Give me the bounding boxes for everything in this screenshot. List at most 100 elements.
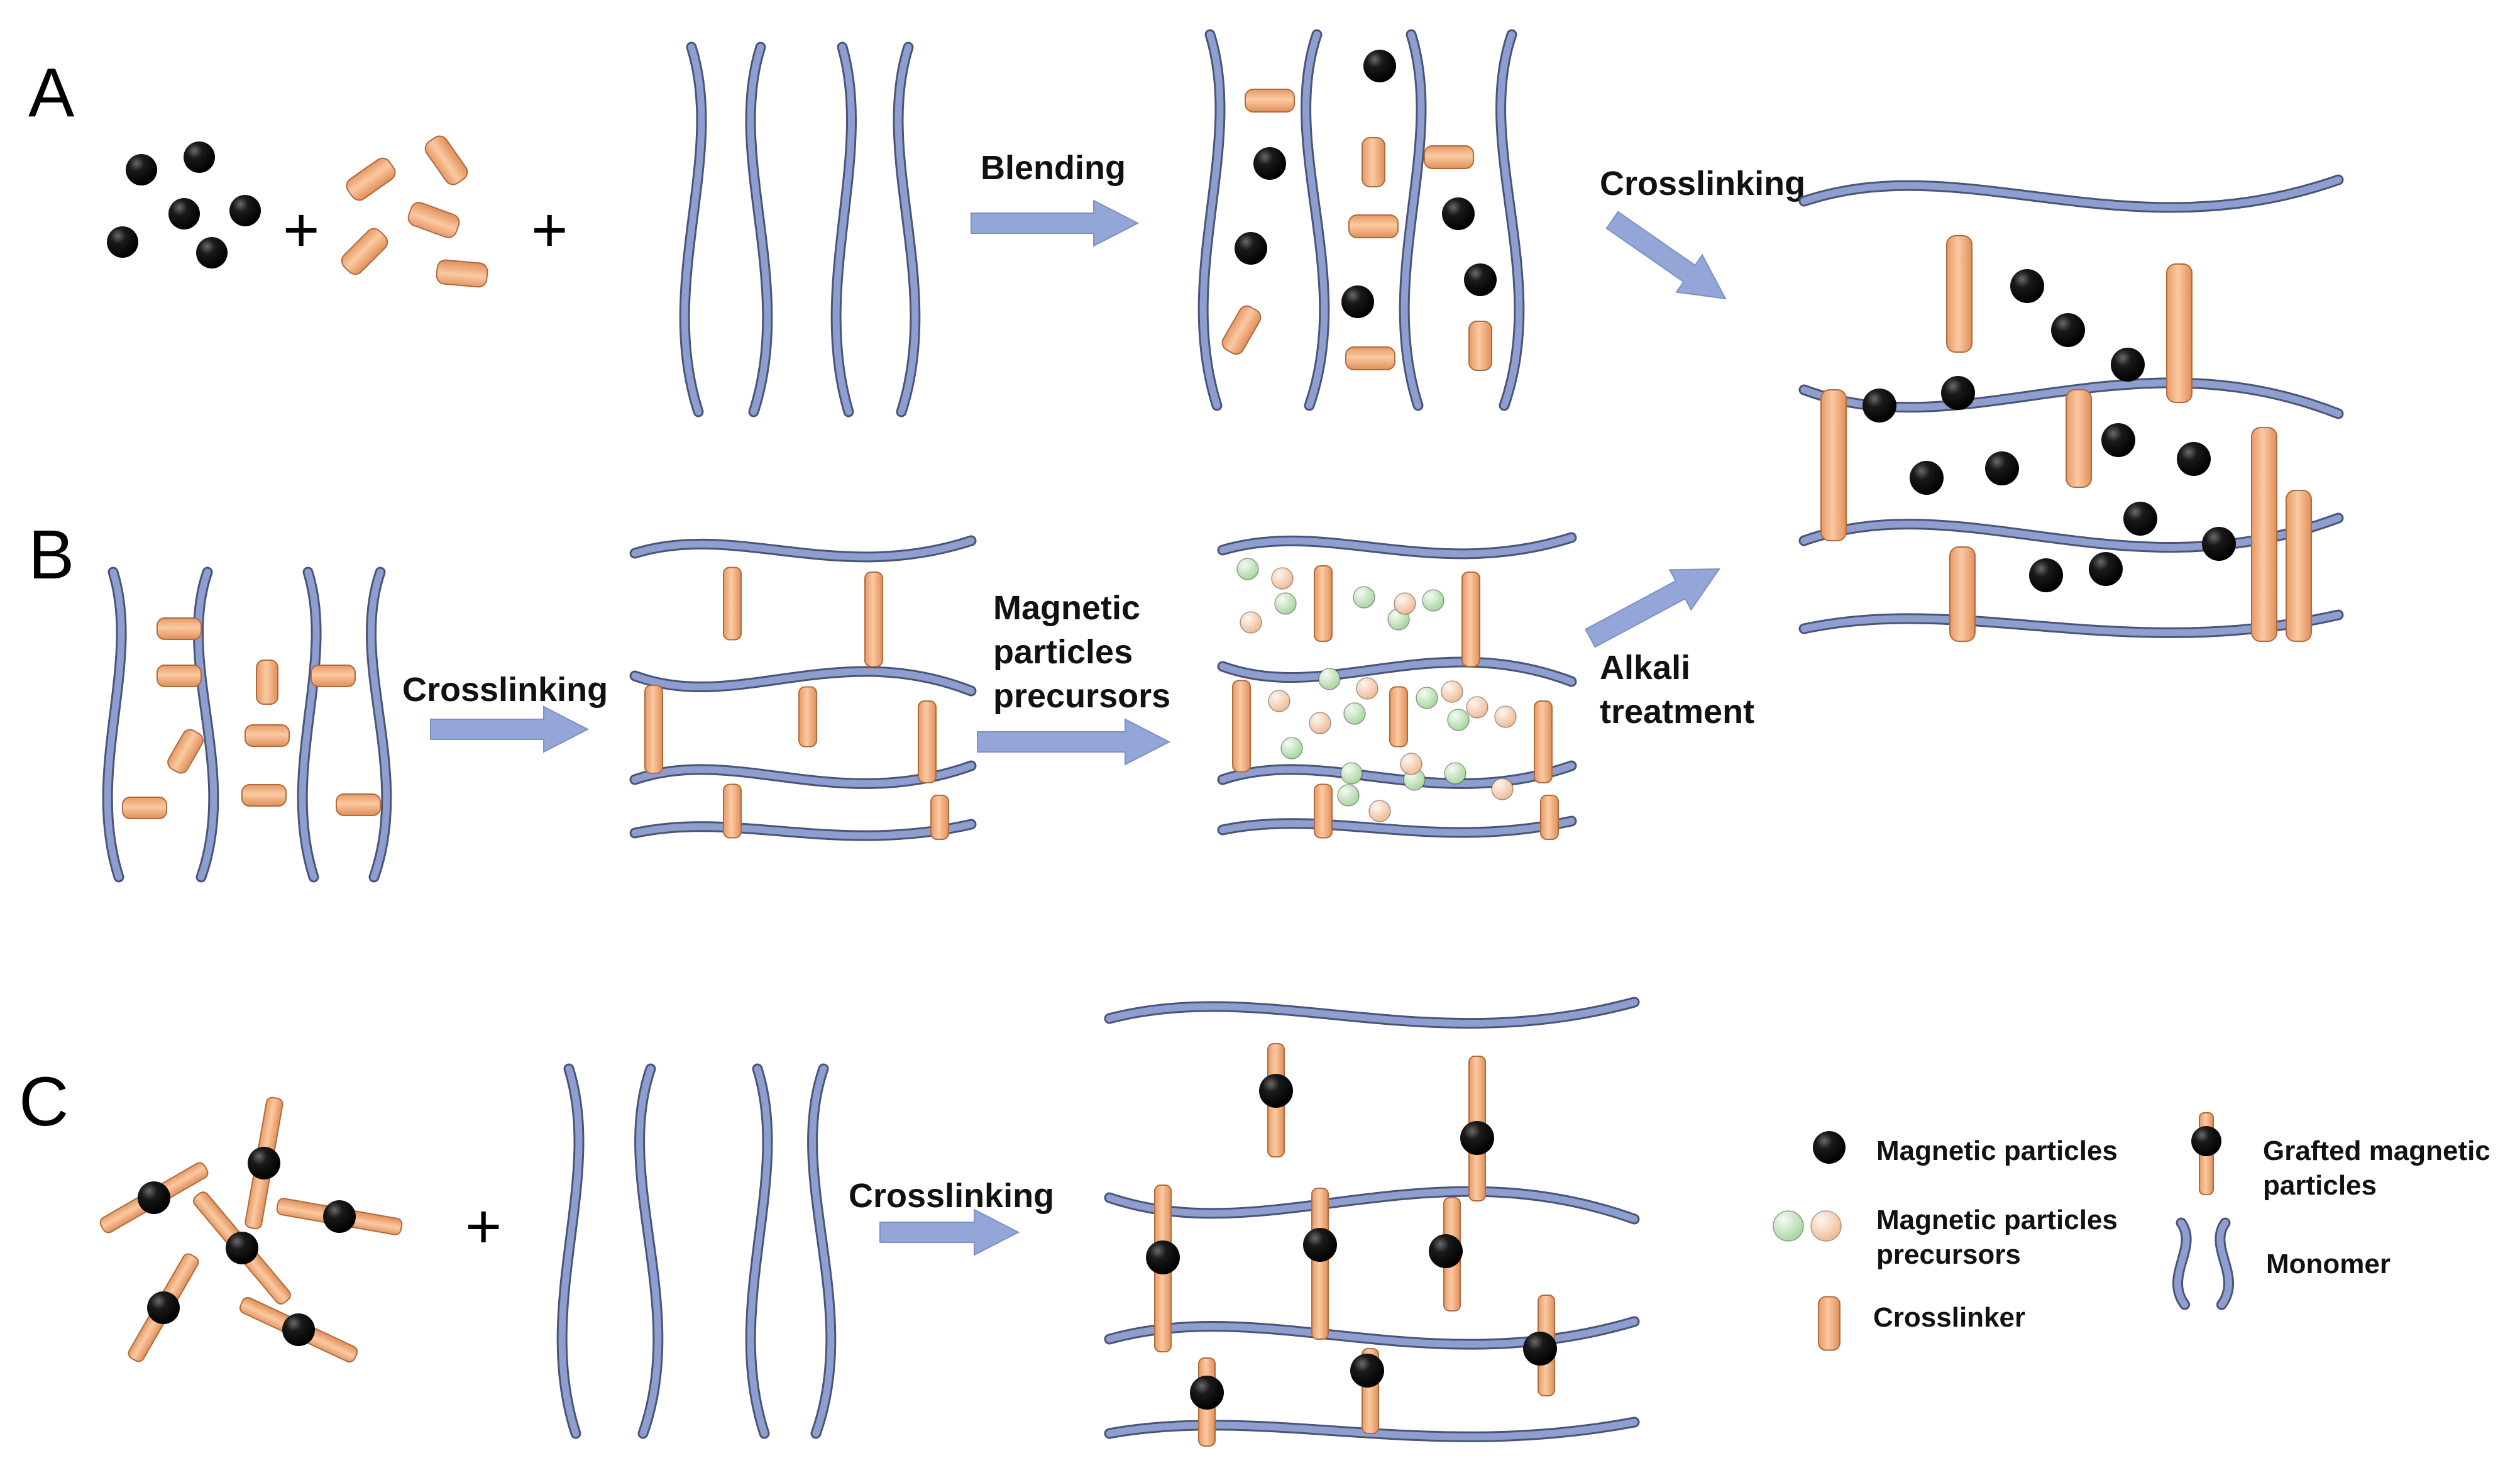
precursor-particle-peach (1491, 778, 1514, 800)
step-label-treatment: treatment (1600, 693, 1754, 731)
magnetic-particle (282, 1313, 315, 1346)
crosslinker-rod (2066, 389, 2092, 488)
plus-sign-a1: + (283, 195, 319, 265)
magnetic-particle (138, 1181, 170, 1214)
polymer-chain (631, 668, 975, 695)
polymer-chain (747, 1065, 771, 1437)
crosslinker-rod (723, 783, 742, 839)
magnetic-particle (248, 1147, 280, 1179)
polymer-chain (1302, 31, 1328, 409)
crosslinker-rod (1232, 680, 1251, 773)
crosslinker-rod (918, 700, 937, 783)
polymer-chain (2216, 1219, 2232, 1308)
polymer-chain (2174, 1219, 2190, 1308)
legend-label-grafted-line1: Grafted magnetic (2263, 1135, 2490, 1166)
polymer-chain (1497, 31, 1523, 409)
crosslinker-rod (1424, 145, 1474, 169)
precursor-particle-peach (1441, 680, 1463, 703)
magnetic-particle (2029, 558, 2063, 592)
arrow-crosslinking-a (1605, 211, 1727, 300)
step-label-alkali: Alkali (1600, 649, 1690, 687)
step-label-precursors: precursors (993, 677, 1170, 715)
crosslinker-rod (1461, 572, 1480, 667)
crosslinker-rod (1820, 389, 1847, 541)
crosslinker-rod (167, 729, 204, 774)
magnetic-particle (1303, 1228, 1337, 1262)
crosslinker-rod (2251, 427, 2277, 642)
panel-label-c: C (19, 1063, 69, 1140)
crosslinker-rod (1245, 89, 1295, 113)
crosslinker-rod (1221, 305, 1262, 355)
crosslinker-rod (1348, 214, 1399, 238)
polymer-chain (1106, 998, 1638, 1027)
magnetic-particle (2191, 1126, 2221, 1156)
crosslinker-rod (424, 135, 468, 185)
polymer-chain (1219, 658, 1575, 685)
precursor-particle-peach (1309, 712, 1331, 734)
precursor-particle-peach (1268, 690, 1290, 712)
step-label-particles: particles (993, 633, 1133, 671)
polymer-chain (631, 820, 975, 839)
legend-label-monomer: Monomer (2266, 1249, 2391, 1279)
arrow-alkali-treatment (1585, 568, 1720, 648)
crosslinker-rod (1534, 700, 1553, 783)
crosslinker-rod (1314, 783, 1333, 839)
polymer-chain (1800, 611, 2342, 636)
polymer-chain (747, 43, 771, 416)
precursor-particle-green (1318, 668, 1341, 690)
diagram-shapes (99, 29, 2344, 1447)
magnetic-particle (1259, 1074, 1293, 1108)
crosslinker-rod (436, 259, 488, 288)
polymer-chain (1800, 176, 2342, 211)
step-label-blending: Blending (981, 149, 1126, 187)
polymer-chain (1199, 31, 1224, 409)
precursor-particle-green (1340, 762, 1363, 785)
crosslinker-rod (1468, 321, 1492, 371)
polymer-chain (636, 1065, 662, 1437)
magnetic-particle (226, 1232, 258, 1264)
magnetic-particle (323, 1200, 356, 1233)
polymer-chain (1219, 817, 1575, 836)
magnetic-particle (1363, 50, 1396, 82)
crosslinker-rod (241, 784, 287, 807)
crosslinker-rod (256, 660, 278, 705)
precursor-particle-peach (1400, 753, 1422, 775)
magnetic-particle (2111, 348, 2145, 382)
magnetic-particle (1523, 1332, 1557, 1366)
crosslinker-rod (157, 665, 202, 687)
magnetic-particle (1429, 1234, 1463, 1268)
precursor-particle-peach (1271, 567, 1294, 590)
polymer-chain (631, 762, 975, 787)
magnetic-particle (1464, 263, 1497, 296)
crosslinker-rod (157, 617, 202, 640)
crosslinker-rod (644, 685, 663, 774)
precursor-particle-green (1353, 586, 1375, 609)
polymer-chain (1219, 762, 1575, 787)
polymer-chain (1106, 1188, 1638, 1223)
crosslinker-rod (1946, 235, 1973, 353)
polymer-chain (1219, 534, 1575, 558)
arrow-crosslinking-b (430, 705, 590, 753)
legend-label-magnetic-particles: Magnetic particles (1876, 1135, 2118, 1166)
polymer-chain (194, 568, 217, 881)
magnetic-particle (1350, 1354, 1384, 1388)
magnetic-particle (229, 195, 261, 226)
step-label-crosslinking-a: Crosslinking (1600, 165, 1805, 202)
arrow-crosslinking-c (879, 1208, 1020, 1256)
precursor-particle-green (1280, 737, 1303, 759)
polymer-chain (1106, 1318, 1638, 1348)
magnetic-particle (1190, 1376, 1224, 1410)
polymer-chain (1800, 514, 2342, 551)
magnetic-particle (2010, 269, 2044, 303)
precursor-particle-peach (1240, 611, 1262, 634)
precursor-particle-peach (1368, 800, 1391, 822)
legend-label-crosslinker: Crosslinker (1873, 1302, 2025, 1333)
precursor-particle-peach (1394, 592, 1416, 615)
precursor-particle-green (1444, 762, 1466, 785)
crosslinker-rod (2286, 490, 2312, 642)
magnetic-particle (1985, 451, 2019, 485)
precursor-particle-green (1447, 709, 1470, 731)
precursor-particle-green (1416, 687, 1438, 709)
polymer-chain (1106, 1418, 1638, 1440)
